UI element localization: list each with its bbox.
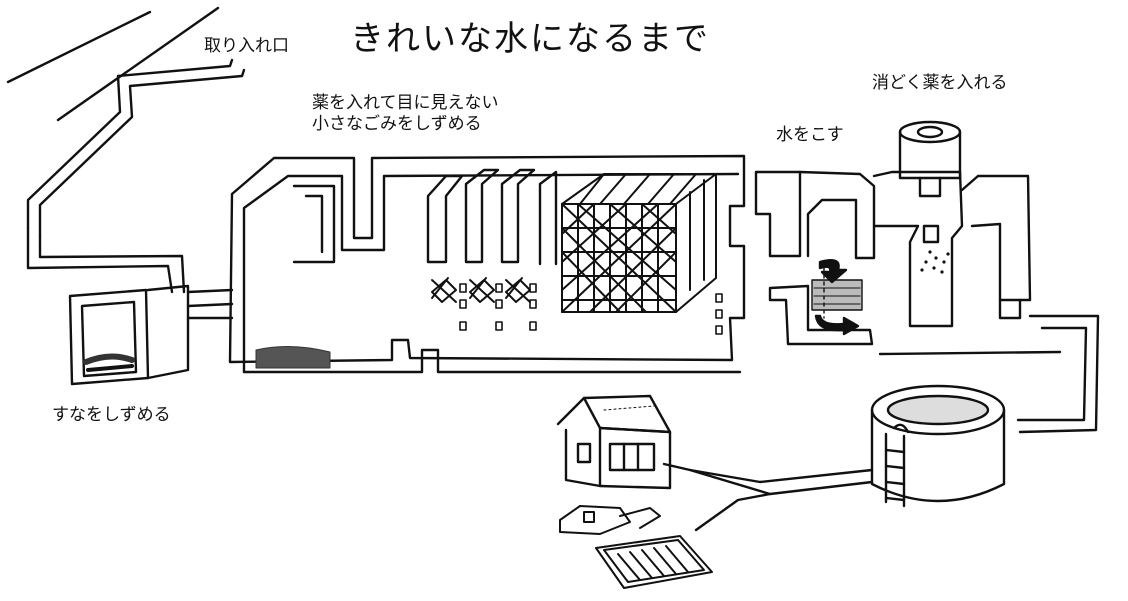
connector-pipe-icon <box>186 288 234 320</box>
sand-basin-icon <box>68 284 190 386</box>
school-icon <box>559 505 713 589</box>
disinfectant-tank-icon <box>872 120 1062 356</box>
chemical-label-line2: 小さなごみをしずめる <box>312 114 482 135</box>
chemical-label-line1: 薬を入れて目に見えない <box>312 93 499 113</box>
sand-label: すなをしずめる <box>52 405 171 425</box>
intake-pipe-icon <box>26 58 246 294</box>
intake-label: 取り入れ口 <box>204 36 289 56</box>
chemical-label: 薬を入れて目に見えない 小さなごみをしずめる <box>312 93 499 136</box>
water-tower-icon <box>870 384 1006 508</box>
filter-label: 水をこす <box>776 125 844 145</box>
main-tank-icon <box>228 154 746 374</box>
outflow-pipe-icon <box>1016 314 1100 434</box>
filter-tank-icon <box>754 170 876 346</box>
lattice-clarifier-icon <box>561 173 717 313</box>
disinfect-label: 消どく薬を入れる <box>872 73 1008 93</box>
river-icon <box>6 6 220 122</box>
chemical-baffle-icon <box>426 168 723 335</box>
house-icon <box>556 394 672 490</box>
distribution-pipe-icon <box>662 462 874 532</box>
diagram-title: きれいな水になるまで <box>350 19 710 59</box>
